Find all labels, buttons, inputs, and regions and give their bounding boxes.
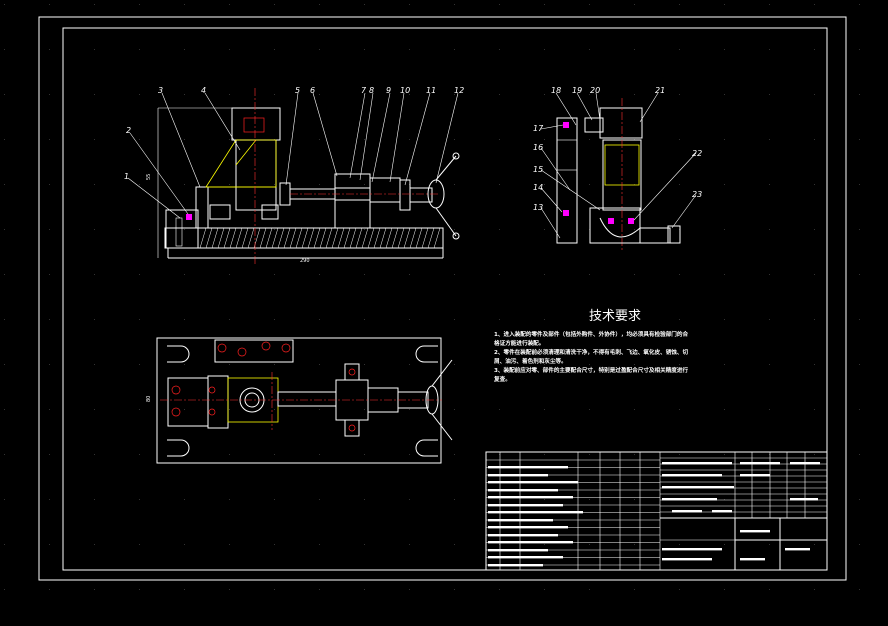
part-label-13: 13	[533, 203, 543, 212]
part-label-2: 2	[126, 126, 131, 135]
part-label-12: 12	[454, 86, 464, 95]
part-label-11: 11	[426, 86, 436, 95]
part-label-18: 18	[551, 86, 561, 95]
part-label-4: 4	[201, 86, 206, 95]
part-label-16: 16	[533, 143, 543, 152]
tech-req-line-1: 1、进入装配的零件及部件（包括外购件、外协件），均必须具有检验部门的合	[494, 330, 688, 338]
part-label-19: 19	[572, 86, 582, 95]
side-view	[540, 92, 697, 250]
tech-req-line-6: 复查。	[493, 375, 511, 383]
part-label-14: 14	[533, 183, 543, 192]
height-dimension: 55	[146, 174, 152, 180]
part-label-3: 3	[158, 86, 163, 95]
length-dimension: 290	[300, 258, 310, 264]
tech-req-line-5: 3、装配前应对零、部件的主要配合尺寸，特别是过盈配合尺寸及相关精度进行	[494, 366, 688, 374]
part-label-21: 21	[655, 86, 665, 95]
part-label-22: 22	[692, 149, 702, 158]
tech-req-line-3: 2、零件在装配前必须清理和清洗干净，不得有毛刺、飞边、氧化皮、锈蚀、切	[494, 348, 688, 356]
inner-frame	[62, 27, 828, 571]
part-label-9: 9	[386, 86, 391, 95]
part-label-20: 20	[590, 86, 600, 95]
part-label-7: 7	[361, 86, 367, 95]
part-label-17: 17	[533, 124, 544, 133]
front-view: 290 55	[127, 88, 460, 265]
width-dimension: 80	[146, 396, 152, 402]
part-label-8: 8	[369, 86, 374, 95]
part-label-23: 23	[692, 190, 702, 199]
outer-frame	[38, 16, 847, 581]
part-label-10: 10	[400, 86, 410, 95]
top-view: 80	[146, 337, 453, 464]
part-label-5: 5	[295, 86, 300, 95]
tech-req-line-4: 屑、油污、着色剂和灰尘等。	[494, 357, 567, 365]
part-label-1: 1	[124, 172, 129, 181]
title-block	[485, 451, 828, 571]
tech-req-line-2: 格证方能进行装配。	[494, 339, 544, 347]
background-grid	[4, 4, 860, 590]
tech-requirements-title: 技术要求	[589, 309, 641, 324]
part-label-6: 6	[310, 86, 315, 95]
part-label-15: 15	[533, 165, 543, 174]
